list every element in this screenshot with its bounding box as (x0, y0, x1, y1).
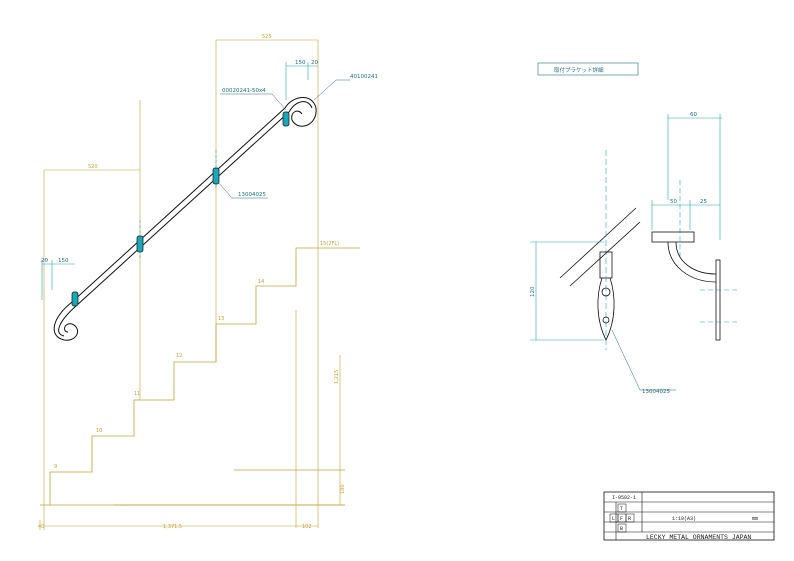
upper-scroll (284, 97, 317, 127)
dimension-lines (39, 39, 341, 530)
detail-title: 取付ブラケット詳細 (554, 66, 604, 74)
dim-25: 25 (700, 199, 707, 205)
view-t: T (620, 506, 623, 512)
part-leaders (217, 79, 350, 199)
label-upper-part: 00020241-50x4 (222, 88, 266, 94)
bracket-detail-side: 60 50 25 (651, 112, 740, 341)
step-label-11: 11 (134, 391, 140, 397)
dim-120: 120 (530, 286, 536, 297)
handrail (53, 97, 317, 341)
stair-baseline (40, 469, 345, 506)
dim-1371: 1,371.5 (163, 524, 182, 530)
lower-scroll (53, 301, 79, 341)
dim-525: 525 (262, 34, 272, 40)
dim-60: 60 (690, 112, 697, 118)
scale-value: 1:10(A3) (672, 516, 696, 522)
label-bracket-part: 13004025 (642, 389, 670, 395)
title-block (603, 491, 775, 541)
dim-50: 50 (670, 199, 677, 205)
rail-brackets (71, 111, 290, 307)
dim-102: 102 (302, 524, 312, 530)
dim-1215: 1,215 (334, 370, 340, 384)
company-name: LECKY METAL ORNAMENTS JAPAN (646, 534, 751, 541)
view-l: L (612, 516, 615, 522)
stair-profile (49, 247, 360, 505)
dim-180: 180 (340, 484, 346, 494)
dim-520: 520 (88, 164, 98, 170)
view-b: B (620, 526, 623, 532)
label-scroll-part: 40100241 (350, 74, 378, 80)
view-r: R (628, 516, 631, 522)
view-f: F (620, 516, 623, 522)
step-label-12: 12 (176, 353, 182, 359)
label-post-part: 13004025 (238, 192, 266, 198)
dim-left-150: 150 (58, 258, 69, 264)
step-label-13: 13 (218, 316, 224, 322)
detail-title-box (537, 62, 639, 76)
units-value: mm (752, 516, 758, 522)
small-dimensions (41, 62, 318, 300)
step-label-14: 14 (258, 279, 264, 285)
bracket-detail-front: 120 13004025 (530, 150, 676, 395)
step-label-9: 9 (54, 464, 57, 470)
floor-label: 15(2FL) (320, 241, 339, 247)
dim-left-20: 20 (41, 258, 48, 264)
drawing-number: I-0502-1 (612, 495, 636, 501)
dim-40: 40 (38, 524, 44, 530)
step-label-10: 10 (96, 428, 102, 434)
dim-top-150: 150 (295, 60, 306, 66)
dim-top-20: 20 (311, 60, 318, 66)
